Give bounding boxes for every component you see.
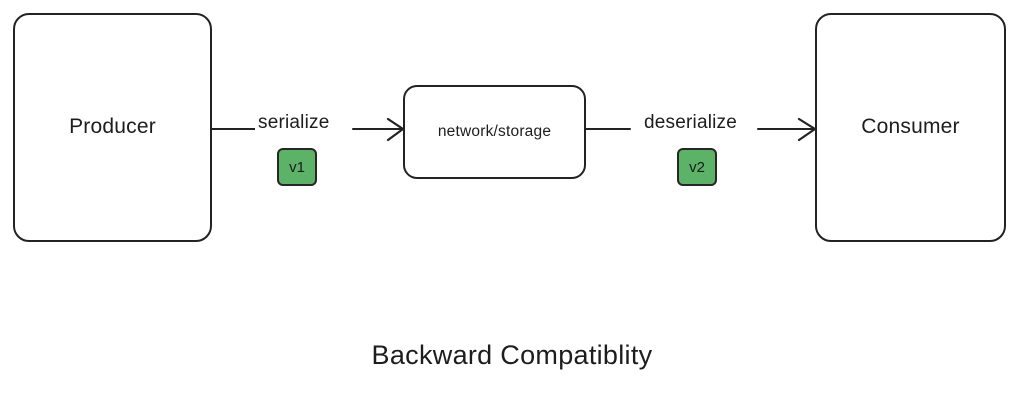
node-consumer[interactable]: Consumer	[815, 13, 1006, 242]
node-network-storage-label: network/storage	[437, 123, 552, 141]
badge-v1-label: v1	[289, 158, 305, 176]
diagram-caption: Backward Compatiblity	[371, 340, 653, 370]
arrowhead-icon	[386, 117, 405, 142]
node-consumer-label: Consumer	[861, 115, 960, 139]
arrowhead-icon	[797, 117, 817, 142]
badge-v1: v1	[277, 148, 317, 186]
node-producer-label: Producer	[69, 115, 156, 139]
node-network-storage[interactable]: network/storage	[403, 85, 586, 179]
edge-deserialize-label: deserialize	[641, 112, 741, 134]
badge-v2: v2	[677, 148, 717, 186]
edge-serialize-label: serialize	[255, 112, 333, 134]
badge-v2-label: v2	[689, 158, 705, 176]
node-producer[interactable]: Producer	[13, 13, 212, 242]
